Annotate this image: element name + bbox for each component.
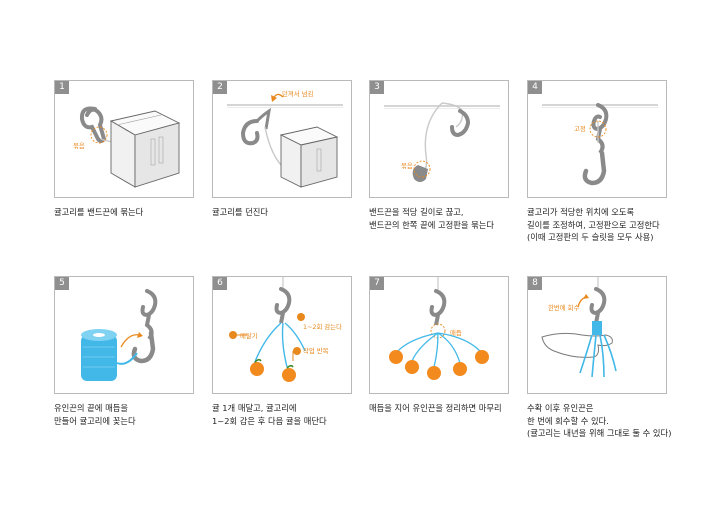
hook-icon [582, 150, 607, 186]
step-7-caption: 매듭을 지어 유인끈을 정리하면 마무리 [369, 403, 502, 413]
step-3-caption: 밴드끈을 적당 길이로 끊고, 밴드끈의 한쪽 끝에 고정판을 묶는다 [369, 207, 495, 230]
hook-icon [591, 103, 609, 132]
hook-icon [429, 289, 447, 318]
label-throw: 던져서 넘김 [282, 90, 314, 98]
step-4-caption: 귤고리가 적당한 위치에 오도록 길이를 조정하여, 고정판으로 고정한다 (이… [527, 207, 660, 242]
fix-highlight [589, 120, 607, 138]
step-8-caption: 수확 이후 유인끈은 한 번에 회수할 수 있다. (귤고리는 내년을 위해 그… [527, 403, 672, 438]
step-8-panel: 8 한번에 회수 [527, 276, 667, 394]
step-8-illustration [541, 277, 617, 378]
orange-fruit [453, 362, 467, 376]
label-recover: 한번에 회수 [548, 304, 580, 312]
step-number: 6 [213, 277, 227, 290]
step-3-illustration [384, 102, 500, 182]
orange-fruit [475, 350, 489, 364]
label-knot: 매듭 [450, 329, 462, 337]
step-marker [229, 331, 237, 339]
step-1-panel: 1 묶음 [54, 80, 194, 198]
fixing-plate-icon [412, 165, 428, 182]
hook-icon [79, 106, 107, 143]
step-2-illustration [227, 93, 343, 188]
orange-fruit [389, 350, 403, 364]
orange-fruit [282, 368, 296, 382]
step-number: 8 [528, 277, 542, 290]
label-repeat: 작업 반복 [303, 347, 329, 355]
step-number: 4 [528, 81, 542, 94]
step-7-panel: 7 매듭 [369, 276, 509, 394]
step-6-caption: 귤 1개 매달고, 귤고리에 1~2회 감은 후 다음 귤을 매단다 [212, 403, 327, 426]
step-5-illustration [81, 289, 158, 381]
step-6-panel: 6 1~2회 감는다 매달기 작업 반복 [212, 276, 352, 394]
orange-fruit [250, 362, 264, 376]
step-3-panel: 3 묶음 [369, 80, 509, 198]
step-number: 7 [370, 277, 384, 290]
orange-fruit [405, 360, 419, 374]
step-number: 3 [370, 81, 384, 94]
step-2-caption: 귤고리를 던진다 [212, 207, 269, 217]
label-hang: 매달기 [240, 332, 258, 340]
hook-icon [589, 287, 607, 316]
step-6-illustration [229, 277, 306, 382]
step-2-panel: 2 던져서 넘김 [212, 80, 352, 198]
tie-highlight [413, 160, 431, 178]
hook-icon [131, 330, 156, 364]
step-4-panel: 4 고정 [527, 80, 667, 198]
step-marker [293, 347, 301, 355]
tie-highlight [90, 126, 108, 144]
orange-fruit [427, 366, 441, 380]
step-number: 2 [213, 81, 227, 94]
hook-icon [140, 289, 158, 318]
step-1-illustration [79, 106, 181, 188]
step-5-panel: 5 [54, 276, 194, 394]
label-wind: 1~2회 감는다 [303, 323, 343, 331]
step-5-caption: 유인끈의 끝에 매듭을 만들어 귤고리에 꽂는다 [54, 403, 136, 426]
tape-roll [81, 335, 117, 381]
label-tie: 묶음 [401, 162, 413, 170]
step-4-illustration [542, 103, 658, 186]
step-1-caption: 귤고리를 밴드끈에 묶는다 [54, 207, 144, 217]
label-tie: 묶음 [73, 142, 85, 150]
hook-icon [240, 119, 260, 146]
label-fix: 고정 [574, 125, 586, 133]
step-7-illustration [389, 277, 489, 380]
step-number: 5 [55, 277, 69, 290]
hook-icon [450, 109, 471, 138]
hook-icon [274, 287, 292, 316]
step-number: 1 [55, 81, 69, 94]
step-marker [297, 313, 305, 321]
